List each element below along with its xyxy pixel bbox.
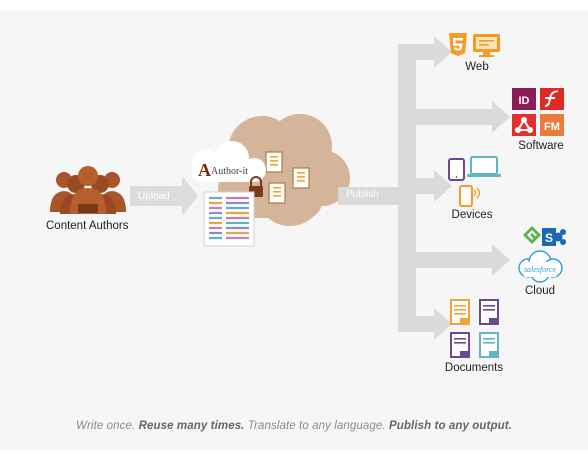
devices-label: Devices [451, 209, 493, 221]
publish-label: Publish [346, 189, 379, 200]
tablet-icon [448, 158, 465, 181]
epub-icon [523, 226, 541, 244]
documents-label: Documents [444, 362, 504, 374]
doc-teal-icon [479, 332, 499, 358]
content-authors-label: Content Authors [46, 220, 129, 232]
content-authors-icon [50, 166, 126, 214]
salesforce-icon: salesforce [518, 250, 563, 283]
web-monitor-icon [473, 34, 500, 57]
phone-icon [459, 185, 481, 207]
svg-text:ID: ID [519, 95, 530, 107]
salesforce-text: salesforce [524, 265, 557, 274]
sharepoint-icon: S [542, 228, 566, 246]
web-label: Web [465, 61, 489, 73]
html5-icon [449, 33, 467, 56]
laptop-icon [467, 156, 501, 177]
doc-purple-2-icon [450, 332, 470, 358]
acrobat-icon [512, 114, 536, 136]
publish-arrows [338, 36, 510, 340]
upload-label: Upload [138, 191, 170, 202]
publish-connector [338, 187, 398, 205]
doc-orange-icon [450, 299, 470, 325]
doc-purple-icon [479, 299, 499, 325]
authorit-logo: A Author-it [192, 141, 266, 182]
framemaker-icon: FM [540, 114, 564, 136]
tagline-part-4: Publish to any output. [389, 420, 512, 432]
authorit-logo-text: Author-it [211, 166, 248, 177]
cloud-documents-icon [265, 151, 310, 204]
svg-text:A: A [198, 160, 211, 180]
tagline-part-1: Write once. [76, 420, 139, 432]
tagline-part-2: Reuse many times. [138, 420, 245, 432]
svg-text:FM: FM [544, 121, 560, 133]
diagram-panel [0, 10, 588, 450]
svg-text:S: S [545, 231, 553, 245]
content-repository-icon [203, 191, 255, 247]
tagline: Write once. Reuse many times. Translate … [0, 420, 588, 432]
cloud-label: Cloud [524, 285, 556, 297]
upload-arrow [130, 176, 198, 216]
indesign-icon: ID [512, 88, 536, 110]
flash-icon [540, 88, 564, 110]
software-label: Software [518, 140, 564, 152]
tagline-part-3: Translate to any language. [244, 420, 389, 432]
